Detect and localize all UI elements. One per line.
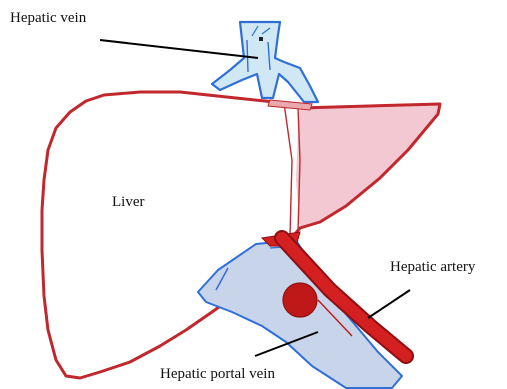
pointer-line-hepatic-vein bbox=[100, 40, 258, 58]
label-hepatic-portal-vein: Hepatic portal vein bbox=[160, 367, 275, 382]
label-liver: Liver bbox=[112, 195, 144, 210]
hepatic-vein-drawing bbox=[212, 22, 318, 102]
label-hepatic-vein: Hepatic vein bbox=[10, 11, 86, 26]
pointer-line-hepatic-artery bbox=[368, 290, 410, 318]
label-hepatic-artery: Hepatic artery bbox=[390, 260, 475, 275]
